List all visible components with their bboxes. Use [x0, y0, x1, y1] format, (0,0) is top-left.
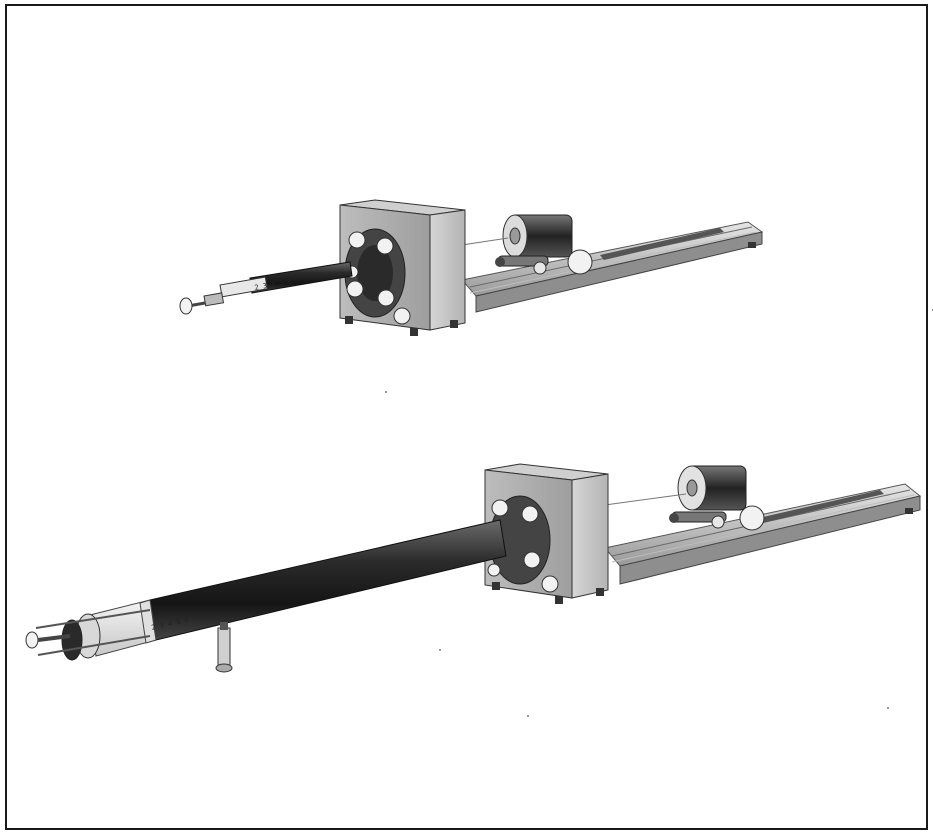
- upper-tube-icon: 2 3 4 5 6: [179, 261, 353, 315]
- lower-motor-icon: [669, 465, 765, 531]
- upper-block-icon: [339, 199, 466, 336]
- upper-apparatus: 2 3 4 5 6: [179, 199, 764, 336]
- lower-tube-icon: 2 3 4 5 6: [25, 519, 507, 673]
- upper-motor-icon: [495, 214, 593, 275]
- lower-block-icon: [484, 463, 609, 604]
- upper-rail-icon: [461, 221, 764, 313]
- frame-border: [5, 4, 928, 830]
- lower-apparatus: 2 3 4 5 6: [25, 463, 922, 673]
- lower-rail-icon: [604, 483, 922, 585]
